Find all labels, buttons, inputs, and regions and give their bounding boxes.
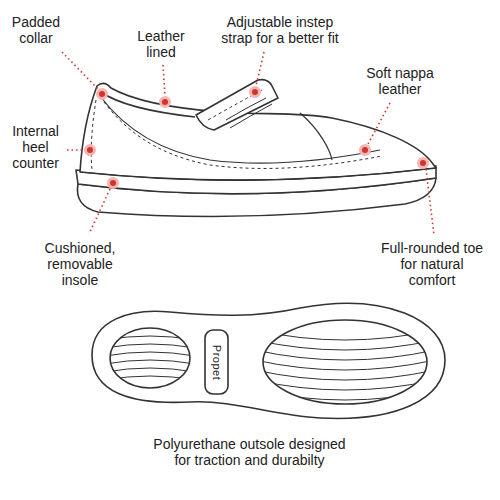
instep-strap: [196, 80, 278, 130]
callout-dot: [86, 146, 95, 155]
leader-line: [163, 65, 165, 96]
heel-pad: [110, 328, 190, 388]
callout-dot: [251, 88, 260, 97]
part-label: Soft nappa leather: [355, 65, 445, 97]
leader-line: [62, 52, 98, 89]
leader-line: [256, 52, 264, 86]
heel-stitch: [91, 100, 96, 170]
shoe-side-view: [76, 80, 436, 217]
leader-line: [89, 189, 110, 234]
outsole-description: Polyurethane outsole designed for tracti…: [147, 436, 352, 468]
brand-plate: [205, 330, 228, 394]
brand-mark: Propet: [210, 344, 223, 379]
part-label: Internal heel counter: [8, 123, 63, 171]
callout-dot: [419, 159, 428, 168]
leader-line: [67, 149, 84, 151]
part-label: Adjustable instep strap for a better fit: [215, 14, 345, 46]
part-label: Padded collar: [5, 14, 67, 46]
part-label: Full-rounded toe for natural comfort: [378, 240, 486, 288]
callout-dot: [361, 146, 370, 155]
forefoot-pad: [263, 320, 427, 404]
welt-line: [80, 168, 436, 180]
strap-velcro: [226, 98, 272, 128]
leader-line: [368, 103, 390, 144]
part-label: Leather lined: [130, 28, 192, 60]
sole-outline: [92, 303, 445, 418]
callout-dots: [86, 88, 428, 188]
callout-dot: [161, 98, 170, 107]
callout-dot: [109, 179, 118, 188]
shoe-sole-view: [92, 303, 445, 418]
part-label: Cushioned, removable insole: [40, 240, 120, 288]
vamp-seam: [300, 113, 332, 160]
callout-dot: [98, 90, 107, 99]
leader-line: [426, 169, 434, 235]
